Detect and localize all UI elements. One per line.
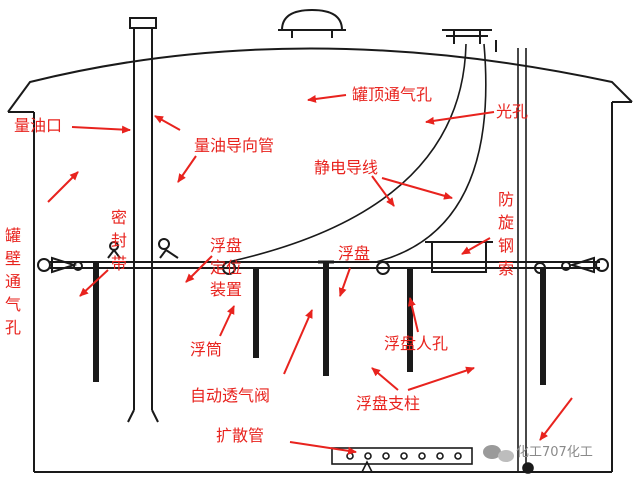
static-ground-wires bbox=[227, 43, 487, 263]
light-hole-flange bbox=[442, 29, 497, 52]
label-deck-support-leg: 浮盘支柱 bbox=[356, 394, 421, 413]
label-gauge-guide-pipe: 量油导向管 bbox=[194, 136, 275, 155]
label-seal-belt: 密封带 bbox=[110, 208, 127, 273]
label-anti-rotation-cable: 防旋钢索 bbox=[497, 190, 514, 278]
label-measuring-port: 量油口 bbox=[14, 116, 63, 135]
label-light-hole: 光孔 bbox=[496, 102, 529, 121]
anti-rotation-cable bbox=[517, 48, 527, 472]
label-pontoon: 浮筒 bbox=[190, 340, 223, 359]
diffuser-pipe bbox=[331, 447, 534, 474]
label-wall-vent: 罐壁通气孔 bbox=[4, 226, 21, 337]
label-deck-positioning-device: 浮盘定位装置 bbox=[210, 236, 243, 299]
deck-support-legs bbox=[93, 260, 546, 385]
label-deck-manhole: 浮盘人孔 bbox=[384, 334, 449, 353]
roof-vent-dome bbox=[278, 8, 346, 38]
label-roof-vent: 罐顶通气孔 bbox=[352, 85, 433, 104]
annotation-arrows bbox=[47, 94, 573, 455]
label-auto-breather-valve: 自动透气阀 bbox=[190, 386, 271, 405]
gauge-guide-pipe bbox=[127, 17, 159, 423]
label-static-ground-wire: 静电导线 bbox=[314, 158, 379, 177]
tank-roof bbox=[7, 47, 633, 113]
label-diffuser-pipe: 扩散管 bbox=[216, 426, 265, 445]
label-floating-deck: 浮盘 bbox=[338, 244, 371, 263]
watermark-logo-icon bbox=[483, 445, 514, 462]
tank-body bbox=[7, 47, 633, 473]
watermark-text: 化工707化工 bbox=[516, 445, 593, 460]
